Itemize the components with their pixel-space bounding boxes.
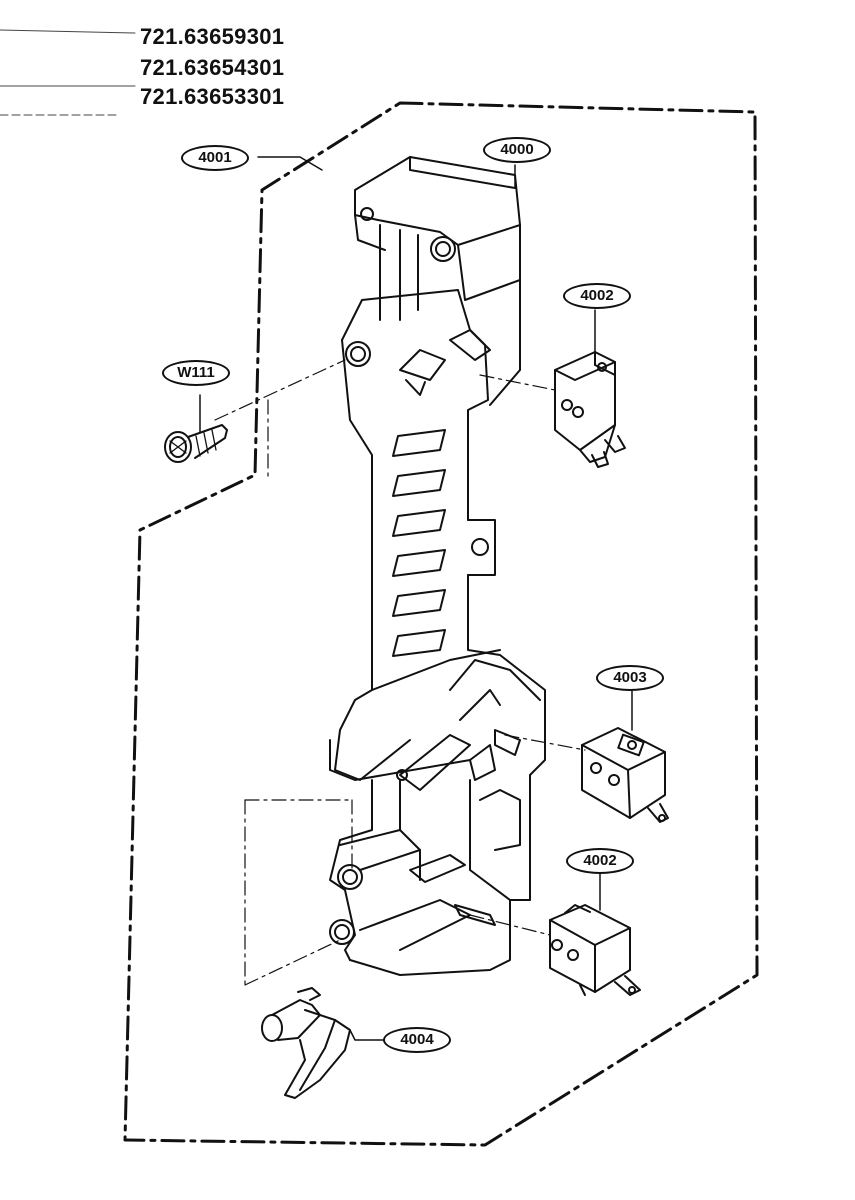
model-number-1: 721.63659301 [140, 24, 285, 49]
model-number-2: 721.63654301 [140, 55, 285, 80]
callout-w111: W111 [162, 360, 230, 386]
callout-4000: 4000 [483, 137, 551, 163]
switch-4002-upper [554, 309, 626, 468]
assembly-boundary [123, 101, 759, 1147]
callout-4001: 4001 [181, 145, 249, 171]
leader-4001 [257, 156, 323, 171]
screw-w111 [164, 394, 228, 463]
switch-4003 [581, 689, 669, 823]
callout-4003: 4003 [596, 665, 664, 691]
callout-4002-lower: 4002 [566, 848, 634, 874]
lever-4004 [261, 987, 385, 1099]
model-leaders [0, 29, 136, 116]
assembly-center-lines [214, 359, 586, 986]
callout-4002-upper: 4002 [563, 283, 631, 309]
callout-4004: 4004 [383, 1027, 451, 1053]
door-latch-bracket [329, 156, 546, 976]
switch-4002-lower [549, 871, 641, 996]
bracket-ribs [392, 429, 446, 657]
model-number-3: 721.63653301 [140, 84, 285, 109]
